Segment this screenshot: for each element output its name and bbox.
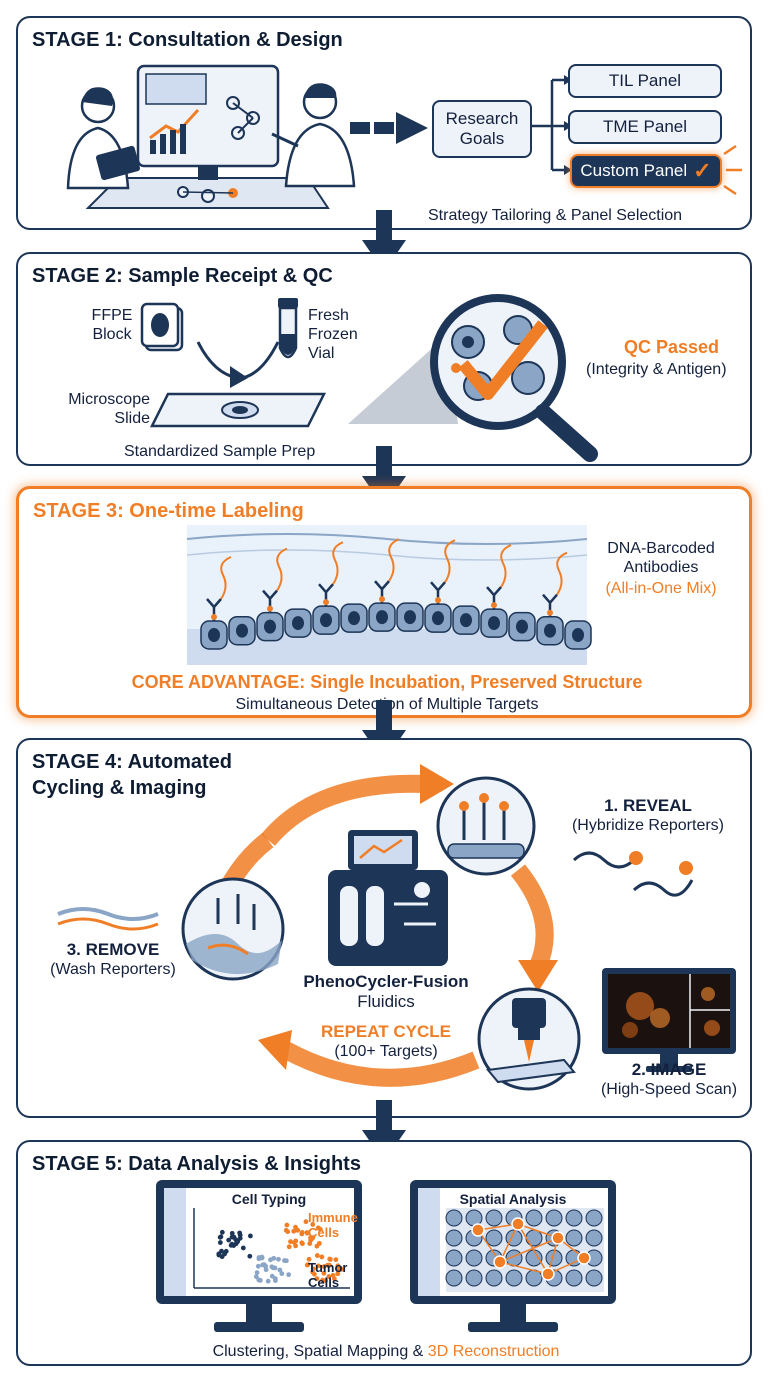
research-goals-box: Research Goals — [432, 100, 532, 158]
cell-cluster-dots — [216, 1219, 344, 1284]
stage-5-caption-main: Clustering, Spatial Mapping & — [212, 1343, 428, 1360]
stage-5-caption: Clustering, Spatial Mapping & 3D Reconst… — [18, 1342, 754, 1361]
qc-magnifier-icon — [348, 294, 598, 462]
stage-4-title-line2: Cycling & Imaging — [32, 777, 207, 799]
tumor-cells-label: Tumor Cells — [308, 1260, 348, 1290]
instrument-label: PhenoCycler-Fusion — [303, 972, 469, 991]
stage-1-flow-arrow — [350, 112, 428, 144]
reveal-circle-icon — [436, 776, 536, 876]
image-circle-icon — [477, 987, 581, 1091]
checkmark-icon: ✓ — [693, 158, 712, 183]
image-label: 2. IMAGE — [631, 1060, 707, 1079]
highlight-rays-icon — [723, 144, 742, 196]
fluidics-label: Fluidics — [357, 992, 415, 1011]
mix-label: (All-in-One Mix) — [605, 580, 717, 597]
custom-panel-box: Custom Panel ✓ — [570, 154, 722, 188]
antibodies-label: DNA-Barcoded Antibodies — [607, 540, 715, 576]
spatial-analysis-label: Spatial Analysis — [459, 1191, 567, 1207]
stage-3-title: STAGE 3: One-time Labeling — [33, 500, 304, 522]
custom-panel-label: Custom Panel — [580, 161, 688, 180]
stage-1-caption: Strategy Tailoring & Panel Selection — [428, 207, 683, 224]
qc-detail-label: (Integrity & Antigen) — [586, 361, 727, 378]
stage-2-caption: Standardized Sample Prep — [124, 443, 316, 460]
qc-passed-label: QC Passed — [624, 337, 720, 357]
scan-monitor-icon — [602, 968, 736, 1072]
stage-1-panel: STAGE 1: Consultation & Design — [16, 16, 752, 230]
stage-4-panel: STAGE 4: Automated Cycling & Imaging 1. … — [16, 738, 752, 1118]
spatial-analysis-monitor — [410, 1180, 616, 1332]
stage-1-title: STAGE 1: Consultation & Design — [32, 29, 343, 51]
stage-2-title: STAGE 2: Sample Receipt & QC — [32, 265, 333, 287]
remove-label: 3. REMOVE — [66, 940, 160, 959]
reveal-label: 1. REVEAL — [604, 796, 692, 815]
tme-panel-box: TME Panel — [568, 110, 722, 144]
frozen-label: Fresh Frozen Vial — [308, 307, 358, 362]
remove-circle-icon — [181, 877, 285, 981]
targets-label: (100+ Targets) — [334, 1043, 438, 1060]
image-detail-label: (High-Speed Scan) — [600, 1081, 738, 1098]
wash-wave-icon — [57, 907, 159, 931]
tissue-labeling-illustration — [186, 525, 592, 665]
repeat-cycle-label: REPEAT CYCLE — [320, 1022, 452, 1041]
til-panel-box: TIL Panel — [568, 64, 722, 98]
microscope-slide-icon — [149, 392, 327, 428]
consultation-illustration — [66, 64, 356, 209]
stage-2-panel: STAGE 2: Sample Receipt & QC FFPE Block … — [16, 252, 752, 466]
stage-4-title-line1: STAGE 4: Automated — [32, 751, 233, 773]
frozen-vial-icon — [278, 298, 298, 359]
stage-5-panel: STAGE 5: Data Analysis & Insights Cell T… — [16, 1140, 752, 1366]
merge-arrow — [196, 341, 280, 388]
core-advantage-label: CORE ADVANTAGE: Single Incubation, Prese… — [131, 672, 643, 692]
ffpe-block-icon — [140, 302, 184, 352]
stage-5-title: STAGE 5: Data Analysis & Insights — [32, 1153, 361, 1175]
reveal-detail-label: (Hybridize Reporters) — [571, 817, 725, 834]
immune-cells-label: Immune Cells — [308, 1210, 358, 1240]
cell-typing-monitor — [156, 1180, 362, 1332]
remove-detail-label: (Wash Reporters) — [50, 961, 176, 978]
reporter-strands-icon — [572, 851, 694, 897]
ffpe-label: FFPE Block — [91, 307, 133, 343]
slide-label: Microscope Slide — [68, 391, 150, 427]
phenocycler-instrument-icon — [328, 830, 448, 966]
stage-5-caption-highlight: 3D Reconstruction — [427, 1343, 560, 1360]
cell-typing-label: Cell Typing — [231, 1191, 307, 1207]
stage-3-panel: STAGE 3: One-time Labeling DNA-Barcoded … — [16, 486, 752, 718]
panel-connector — [532, 75, 572, 175]
